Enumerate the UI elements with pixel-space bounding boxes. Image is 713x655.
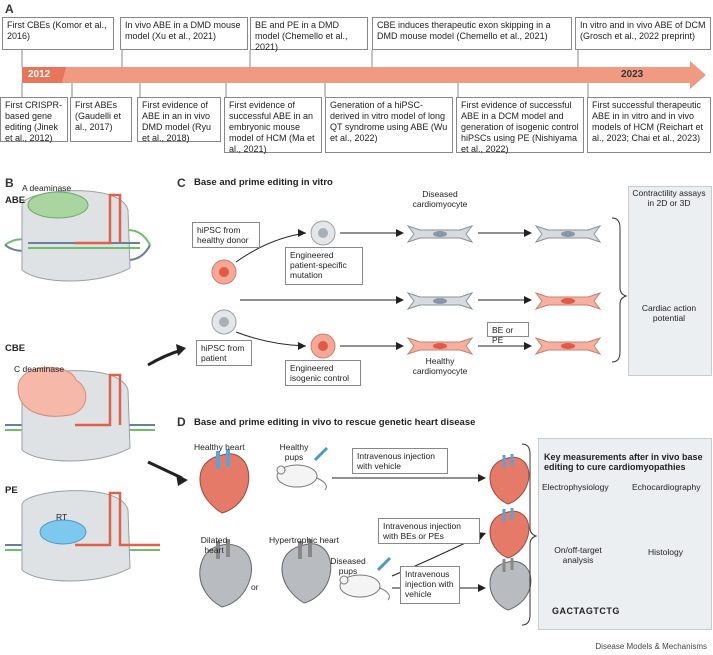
cbe-editor-diagram bbox=[5, 367, 155, 462]
timeline-bottom-7: First successful therapeutic ABE in in v… bbox=[587, 97, 711, 153]
timeline-bottom-2: First ABEs (Gaudelli et al., 2017) bbox=[70, 97, 132, 142]
electrophysiology-label: Electrophysiology bbox=[542, 482, 609, 492]
timeline-top-1: First CBEs (Komor et al., 2016) bbox=[2, 17, 114, 50]
or-label: or bbox=[251, 582, 259, 592]
timeline-top-4: CBE induces therapeutic exon skipping in… bbox=[372, 17, 572, 50]
mice bbox=[276, 446, 392, 601]
timeline-bottom-1: First CRISPR-based gene editing (Jinek e… bbox=[0, 97, 68, 143]
year-start: 2012 bbox=[28, 69, 51, 80]
abe-enzyme-label: A deaminase bbox=[22, 183, 72, 193]
healthy-pups-label: Healthy pups bbox=[279, 442, 309, 462]
dilated-heart-label: Dilated heart bbox=[200, 535, 228, 555]
panel-a-label: A bbox=[5, 2, 14, 16]
invitro-cells bbox=[211, 220, 336, 359]
invitro-assays-panel bbox=[628, 186, 712, 376]
cbe-enzyme-label: C deaminase bbox=[14, 364, 65, 374]
timeline-bottom-4: First evidence of successful ABE in an e… bbox=[224, 97, 322, 154]
cardiomyocytes bbox=[406, 225, 602, 355]
abe-editor-diagram bbox=[4, 190, 151, 282]
panel-b-label: B bbox=[5, 176, 14, 190]
sequence-label: GACTAGTCTG bbox=[552, 606, 620, 616]
injection-vehicle-box: Intravenous injection with vehicle bbox=[352, 448, 448, 474]
timeline-top-3: BE and PE in a DMD model (Chemello et al… bbox=[250, 17, 368, 52]
pe-editor-diagram bbox=[5, 490, 160, 582]
injection-vehicle-box-2: Intravenous injection with vehicle bbox=[400, 566, 460, 604]
onoff-target-label: On/off-target analysis bbox=[554, 545, 602, 565]
diseased-pups-label: Diseased pups bbox=[330, 556, 366, 576]
hipsc-healthy-box: hiPSC from healthy donor bbox=[192, 222, 260, 248]
action-potential-label: Cardiac action potential bbox=[641, 303, 697, 323]
hearts bbox=[199, 449, 532, 611]
timeline-top-5: In vitro and in vivo ABE of DCM (Grosch … bbox=[575, 17, 711, 50]
be-or-pe-box: BE or PE bbox=[487, 322, 529, 345]
timeline-arrow bbox=[62, 61, 706, 89]
echocardiography-label: Echocardiography bbox=[632, 482, 701, 492]
year-end: 2023 bbox=[621, 69, 644, 80]
diseased-cardiomyocyte-label: Diseased cardiomyocyte bbox=[412, 189, 468, 209]
pe-title: PE bbox=[5, 485, 18, 496]
timeline-connectors bbox=[21, 48, 589, 97]
journal-footer: Disease Models & Mechanisms bbox=[595, 642, 707, 651]
pe-enzyme-label: RT bbox=[56, 512, 68, 522]
timeline-bottom-5: Generation of a hiPSC-derived in vitro m… bbox=[325, 97, 453, 153]
invitro-title: Base and prime editing in vitro bbox=[194, 177, 333, 188]
injection-be-box: Intravenous injection with BEs or PEs bbox=[378, 518, 480, 544]
timeline-top-2: In vivo ABE in a DMD mouse model (Xu et … bbox=[120, 17, 248, 50]
key-measurements-title: Key measurements after in vivo base edit… bbox=[544, 452, 703, 472]
contractility-label: Contractility assays in 2D or 3D bbox=[632, 188, 706, 208]
abe-title: ABE bbox=[5, 195, 26, 206]
healthy-cardiomyocyte-label: Healthy cardiomyocyte bbox=[412, 356, 468, 376]
timeline-bottom-3: First evidence of ABE in an in vivo DMD … bbox=[137, 97, 221, 143]
panel-d-label: D bbox=[177, 415, 186, 429]
timeline-start-block bbox=[22, 67, 66, 83]
histology-label: Histology bbox=[648, 547, 683, 557]
hypertrophic-heart-label: Hypertrophic heart bbox=[269, 535, 339, 545]
hipsc-patient-box: hiPSC from patient bbox=[196, 340, 252, 366]
key-measurements-panel bbox=[538, 438, 712, 630]
engineered-isogenic-box: Engineered isogenic control bbox=[285, 360, 361, 386]
cbe-title: CBE bbox=[5, 343, 26, 354]
engineered-patient-box: Engineered patient-specific mutation bbox=[285, 247, 363, 285]
panel-c-label: C bbox=[177, 176, 186, 190]
healthy-heart-label: Healthy heart bbox=[194, 442, 245, 452]
invivo-title: Base and prime editing in vivo to rescue… bbox=[194, 417, 476, 428]
invitro-arrows bbox=[235, 232, 530, 347]
timeline-bottom-6: First evidence of successful ABE in a DC… bbox=[456, 97, 584, 154]
